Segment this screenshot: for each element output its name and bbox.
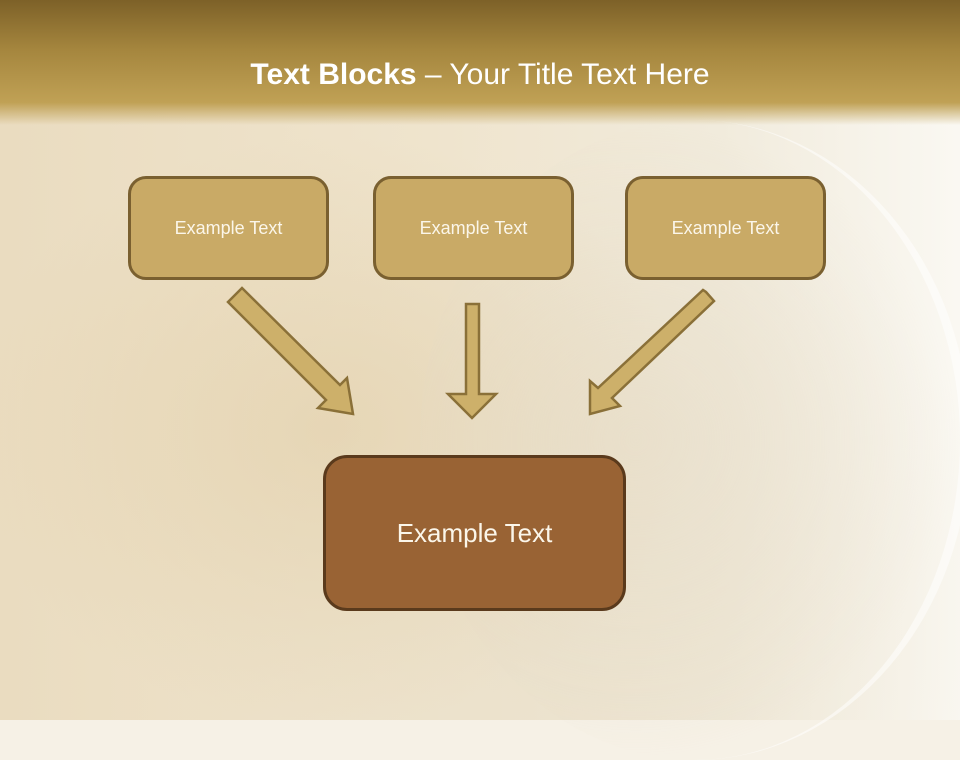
title-separator: – <box>416 58 450 91</box>
text-block-top-right[interactable]: Example Text <box>625 176 826 280</box>
block-label: Example Text <box>396 517 553 548</box>
block-label: Example Text <box>671 217 780 238</box>
arrow-down-left-icon <box>588 288 716 416</box>
text-block-top-center[interactable]: Example Text <box>373 176 574 280</box>
block-label: Example Text <box>419 217 528 238</box>
text-block-bottom[interactable]: Example Text <box>323 455 626 611</box>
arrow-down-icon <box>444 302 500 420</box>
block-label: Example Text <box>174 217 283 238</box>
text-block-top-left[interactable]: Example Text <box>128 176 329 280</box>
arrow-down-right-icon <box>226 286 355 416</box>
title-bar <box>0 0 960 125</box>
arrows-layer <box>226 286 716 420</box>
slide-title: Text Blocks – Your Title Text Here <box>0 52 960 98</box>
title-rest: Your Title Text Here <box>449 58 710 91</box>
title-bold: Text Blocks <box>250 58 417 91</box>
